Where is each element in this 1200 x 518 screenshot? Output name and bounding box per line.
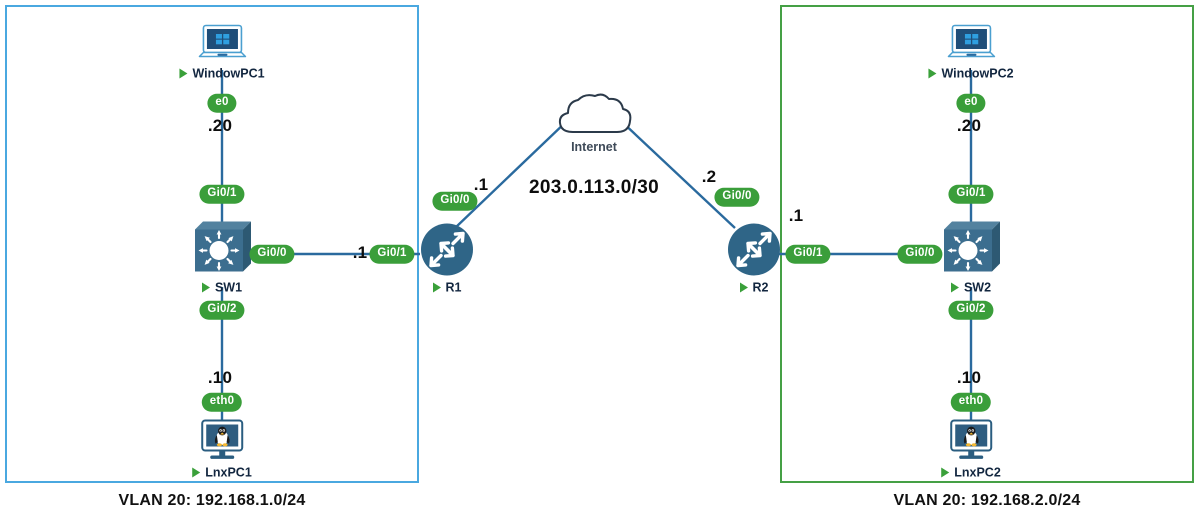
node-lnxpc2[interactable]: LnxPC2 <box>941 419 1001 480</box>
tux-penguin-glyph <box>963 426 979 447</box>
vlan-boundary-left <box>5 5 419 483</box>
switch-icon <box>944 221 1000 272</box>
link-r1-internet <box>454 119 569 229</box>
ip-label-r2-lan: .1 <box>788 206 804 225</box>
ip-label-r1-lan: .1 <box>352 243 368 262</box>
badge-sw1-gi00[interactable]: Gi0/0 <box>249 244 295 264</box>
badge-windowpc1-e0[interactable]: e0 <box>207 93 237 113</box>
internet-label: Internet <box>571 140 617 154</box>
node-label-sw1: SW1 <box>201 281 242 295</box>
linux-monitor-icon <box>949 419 992 459</box>
play-triangle-icon <box>192 467 201 478</box>
vlan-caption-right: VLAN 20: 192.168.2.0/24 <box>893 492 1081 509</box>
ip-label-r1-wan: .1 <box>473 175 489 194</box>
node-windowpc2[interactable]: WindowPC2 <box>928 24 1014 81</box>
node-windowpc1[interactable]: WindowPC1 <box>179 24 265 81</box>
vlan-boundary-right <box>780 5 1194 483</box>
node-r1[interactable]: R1 <box>419 222 475 295</box>
router-icon <box>421 223 473 276</box>
badge-lnxpc2-eth0[interactable]: eth0 <box>950 392 992 412</box>
badge-sw2-gi02[interactable]: Gi0/2 <box>948 300 994 320</box>
node-label-r2: R2 <box>739 281 768 295</box>
ip-label-windowpc1: .20 <box>207 116 233 135</box>
switch-icon <box>195 221 251 272</box>
badge-sw2-gi00[interactable]: Gi0/0 <box>897 244 943 264</box>
play-triangle-icon <box>950 282 959 293</box>
node-sw2[interactable]: SW2 <box>936 216 1006 295</box>
link-internet-r2 <box>619 119 736 229</box>
badge-sw1-gi02[interactable]: Gi0/2 <box>199 300 245 320</box>
node-sw1[interactable]: SW1 <box>187 216 257 295</box>
node-internet-cloud[interactable]: Internet <box>551 90 637 154</box>
play-triangle-icon <box>941 467 950 478</box>
play-triangle-icon <box>739 282 748 293</box>
badge-windowpc2-e0[interactable]: e0 <box>956 93 986 113</box>
node-label-windowpc1: WindowPC1 <box>179 67 265 81</box>
badge-r1-gi01[interactable]: Gi0/1 <box>369 244 415 264</box>
badge-sw1-gi01[interactable]: Gi0/1 <box>199 184 245 204</box>
node-r2[interactable]: R2 <box>726 222 782 295</box>
badge-r2-gi01[interactable]: Gi0/1 <box>785 244 831 264</box>
play-triangle-icon <box>928 68 937 79</box>
play-triangle-icon <box>179 68 188 79</box>
play-triangle-icon <box>201 282 210 293</box>
vlan-caption-left: VLAN 20: 192.168.1.0/24 <box>118 492 306 509</box>
badge-lnxpc1-eth0[interactable]: eth0 <box>201 392 243 412</box>
wan-subnet-label: 203.0.113.0/30 <box>529 177 659 198</box>
badge-r1-gi00[interactable]: Gi0/0 <box>432 191 478 211</box>
node-label-sw2: SW2 <box>950 281 991 295</box>
windows-laptop-icon <box>947 24 995 58</box>
node-label-lnxpc2: LnxPC2 <box>941 466 1001 480</box>
windows-laptop-icon <box>198 24 246 58</box>
node-lnxpc1[interactable]: LnxPC1 <box>192 419 252 480</box>
badge-r2-gi00[interactable]: Gi0/0 <box>714 187 760 207</box>
node-label-windowpc2: WindowPC2 <box>928 67 1014 81</box>
play-triangle-icon <box>432 282 441 293</box>
ip-label-lnxpc1: .10 <box>207 368 233 387</box>
node-label-r1: R1 <box>432 281 461 295</box>
badge-sw2-gi01[interactable]: Gi0/1 <box>948 184 994 204</box>
router-icon <box>728 223 780 276</box>
cloud-icon <box>558 93 632 133</box>
tux-penguin-glyph <box>214 426 230 447</box>
ip-label-windowpc2: .20 <box>956 116 982 135</box>
linux-monitor-icon <box>200 419 243 459</box>
ip-label-lnxpc2: .10 <box>956 368 982 387</box>
node-label-lnxpc1: LnxPC1 <box>192 466 252 480</box>
ip-label-r2-wan: .2 <box>701 167 717 186</box>
